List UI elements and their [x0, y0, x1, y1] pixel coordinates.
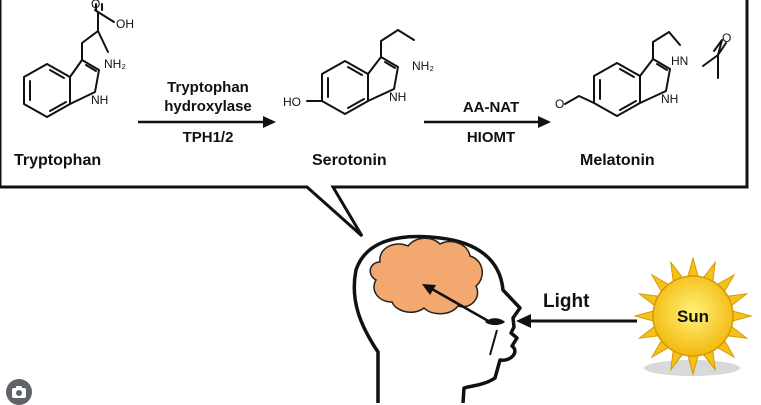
light-label: Light	[543, 291, 590, 312]
enzyme-label-2b: HIOMT	[467, 129, 515, 146]
speech-bubble	[0, 0, 749, 238]
light-path-line	[431, 287, 491, 324]
enzyme-label-1a: Tryptophan	[167, 79, 249, 96]
eye	[485, 318, 505, 325]
tryptophan-label: Tryptophan	[14, 152, 101, 169]
tryptophan-atom-nh: NH	[91, 93, 108, 107]
light-arrowhead	[516, 314, 531, 328]
melatonin-structure	[564, 31, 727, 117]
tryptophan-atom-nh2: NH₂	[104, 57, 126, 71]
tryptophan-structure	[23, 3, 115, 118]
sun-label: Sun	[677, 307, 709, 326]
melatonin-atom-hn: HN	[671, 54, 688, 68]
tryptophan-atom-oh: OH	[116, 17, 134, 31]
light-path-arrowhead	[422, 284, 436, 295]
melatonin-atom-o2: O	[722, 31, 731, 45]
melatonin-atom-o: O	[555, 97, 564, 111]
brain	[369, 237, 483, 315]
melatonin-label: Melatonin	[580, 152, 655, 169]
reaction-arrowhead-2	[538, 116, 551, 128]
serotonin-atom-nh: NH	[389, 90, 406, 104]
lens-camera-icon[interactable]	[6, 379, 32, 405]
serotonin-atom-ho: HO	[283, 95, 301, 109]
sun-icon	[633, 256, 753, 376]
enzyme-label-1c: TPH1/2	[183, 129, 234, 146]
serotonin-atom-nh2: NH₂	[412, 59, 434, 73]
melatonin-atom-nh: NH	[661, 92, 678, 106]
enzyme-label-2a: AA-NAT	[463, 99, 519, 116]
serotonin-label: Serotonin	[312, 152, 387, 169]
tryptophan-atom-o: O	[91, 0, 100, 11]
cheek-line	[489, 329, 498, 356]
enzyme-label-1b: hydroxylase	[164, 98, 252, 115]
serotonin-structure	[306, 29, 415, 115]
reaction-arrowhead-1	[263, 116, 276, 128]
